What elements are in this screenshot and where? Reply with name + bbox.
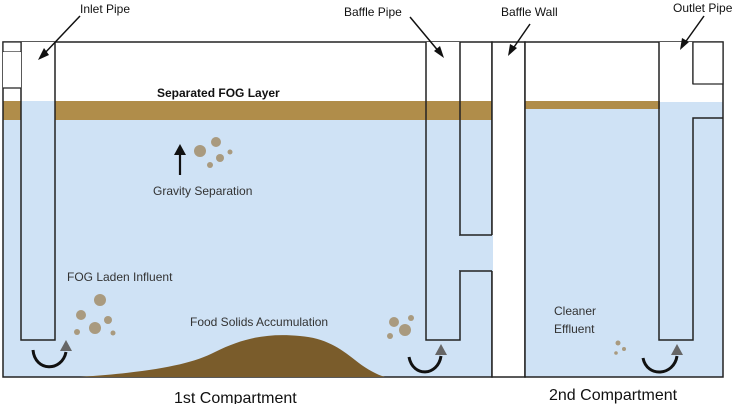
inlet-stub-gap [3,52,21,88]
baffle-wall [491,41,526,378]
outlet-pipe-outline [658,42,723,341]
compartment-1-label: 1st Compartment [174,390,297,404]
particle [89,322,101,334]
inlet-pipe-label: Inlet Pipe [80,2,130,16]
particle [614,351,618,355]
food-solids-mound [80,335,385,377]
inlet-flow-arrow-icon [31,340,72,369]
baffle-wall-label: Baffle Wall [501,5,558,19]
inlet-stub-top [2,41,22,53]
up-arrow-icon [174,144,186,175]
compartment-1-fog-layer [3,101,492,120]
particle [216,154,224,162]
particle [194,145,206,157]
particle [615,340,621,346]
outlet-pipe-label: Outlet Pipe [673,1,733,15]
outlet-stub [692,41,724,85]
particle [76,310,86,320]
compartment-2-water [525,102,723,377]
baffle-crossover-mask [458,236,462,270]
particle [104,316,112,324]
inlet-pipe-top-air [21,42,55,101]
inlet-pipe-body [21,101,55,340]
particle [211,137,221,147]
baffle-particles [387,315,414,339]
particle [227,149,233,155]
effluent-particles [614,340,626,355]
particle [622,347,626,351]
gravity-separation-label: Gravity Separation [153,184,252,198]
particle [94,294,106,306]
particle [207,162,213,168]
food-solids-label: Food Solids Accumulation [190,315,328,329]
particle [387,333,393,339]
particle [399,324,411,336]
influent-particles [74,294,116,336]
baffle-flow-arrow-icon [407,344,447,374]
baffle-crossover-outline [460,234,492,272]
fog-laden-influent-label: FOG Laden Influent [67,270,173,284]
baffle-pipe-label: Baffle Pipe [344,5,402,19]
baffle-pipe-outline [425,42,461,341]
outlet-pointer-arrow-icon [680,15,705,50]
compartment-2-fog-layer [525,101,660,109]
inlet-pointer-arrow-icon [38,15,81,60]
particle [389,317,399,327]
particle [408,315,414,321]
baffle-pipe-top-air [426,42,460,101]
gravity-particles [194,137,233,168]
inlet-pipe-outline [20,42,56,341]
effluent-label: Effluent [554,322,595,336]
inlet-pipe [2,41,56,341]
compartment-2-outline [524,41,724,378]
outlet-pipe [658,41,724,341]
outlet-flow-arrow-icon [641,344,683,374]
compartment-1-air [3,42,492,102]
baffle-pipe-pointer-arrow-icon [409,16,444,58]
outlet-pipe-top-air [659,42,693,101]
particle [74,329,80,335]
baffle-pipe [425,42,493,341]
compartment-2-label: 2nd Compartment [549,387,678,404]
fog-layer-label: Separated FOG Layer [157,86,280,100]
baffle-wall-pointer-arrow-icon [508,23,531,56]
compartment-1-water [3,102,492,377]
baffle-crossover [460,235,493,271]
cleaner-label: Cleaner [554,304,596,318]
particle [110,330,116,336]
